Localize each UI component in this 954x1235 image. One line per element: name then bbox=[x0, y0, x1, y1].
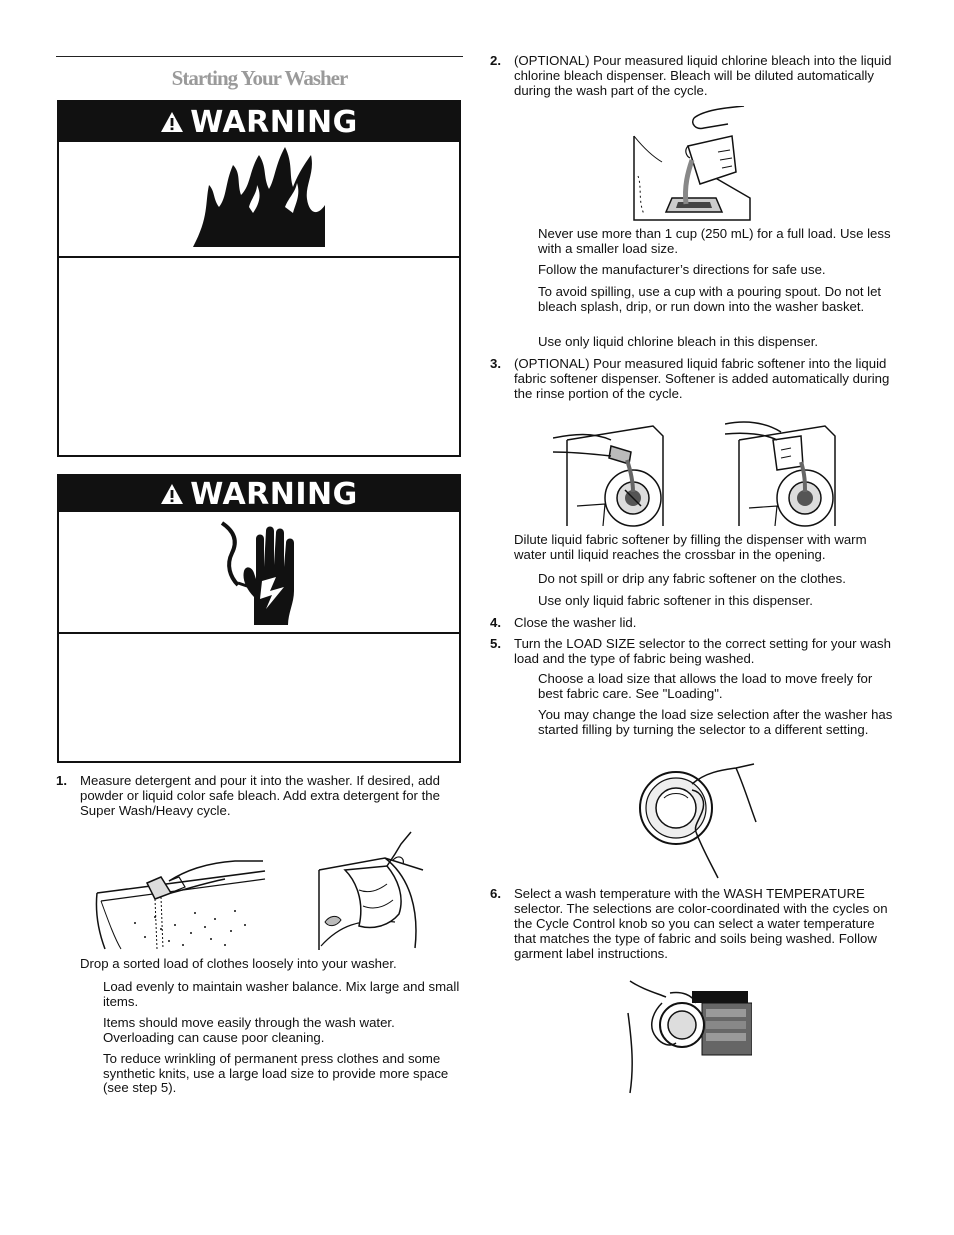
fire-hazard-icon bbox=[59, 142, 459, 258]
shock-warning-box: WARNING bbox=[57, 474, 461, 763]
bullet-note: Do not spill or drip any fabric softener… bbox=[538, 571, 846, 586]
pour-softener-cup-illustration bbox=[725, 416, 837, 528]
warning-header: WARNING bbox=[59, 476, 459, 512]
step-number: 6. bbox=[490, 886, 501, 901]
pour-softener-illustration bbox=[553, 416, 665, 528]
step-number: 2. bbox=[490, 53, 501, 68]
step-number: 1. bbox=[56, 773, 67, 788]
load-size-knob-illustration bbox=[636, 762, 760, 880]
step-text: Turn the LOAD SIZE selector to the corre… bbox=[514, 636, 891, 666]
bullet-note: Load evenly to maintain washer balance. … bbox=[103, 979, 460, 1009]
bullet-note: To reduce wrinkling of permanent press c… bbox=[103, 1051, 449, 1095]
pour-detergent-illustration bbox=[95, 853, 270, 951]
step-number: 5. bbox=[490, 636, 501, 651]
instruction-text: Drop a sorted load of clothes loosely in… bbox=[80, 956, 397, 971]
bullet-note: Follow the manufacturer’s directions for… bbox=[538, 262, 826, 277]
load-clothes-illustration bbox=[315, 830, 425, 952]
step-text: Close the washer lid. bbox=[514, 615, 637, 630]
warning-header: WARNING bbox=[59, 102, 459, 142]
step-text: Select a wash temperature with the WASH … bbox=[514, 886, 888, 961]
bullet-note: Items should move easily through the was… bbox=[103, 1015, 395, 1045]
fire-warning-box: WARNING bbox=[57, 100, 461, 457]
section-rule bbox=[56, 56, 463, 57]
bullet-note: Use only liquid chlorine bleach in this … bbox=[538, 334, 819, 349]
step-text: (OPTIONAL) Pour measured liquid fabric s… bbox=[514, 356, 890, 401]
bullet-note: Choose a load size that allows the load … bbox=[538, 671, 873, 701]
step-number: 4. bbox=[490, 615, 501, 630]
pour-bleach-illustration bbox=[632, 106, 752, 224]
step-text: (OPTIONAL) Pour measured liquid chlorine… bbox=[514, 53, 892, 98]
bullet-note: You may change the load size selection a… bbox=[538, 707, 893, 737]
warning-label: WARNING bbox=[190, 476, 358, 512]
wash-temperature-knob-illustration bbox=[626, 973, 752, 1095]
bullet-note: Never use more than 1 cup (250 mL) for a… bbox=[538, 226, 891, 256]
section-title: Starting Your Washer bbox=[171, 66, 349, 90]
alert-triangle-icon bbox=[160, 482, 184, 506]
step-number: 3. bbox=[490, 356, 501, 371]
bullet-note: Use only liquid fabric softener in this … bbox=[538, 593, 813, 608]
step-text: Measure detergent and pour it into the w… bbox=[80, 773, 440, 818]
electric-shock-icon bbox=[59, 512, 459, 634]
bullet-note: To avoid spilling, use a cup with a pour… bbox=[538, 284, 882, 314]
instruction-text: Dilute liquid fabric softener by filling… bbox=[514, 532, 867, 562]
alert-triangle-icon bbox=[160, 110, 184, 134]
warning-label: WARNING bbox=[190, 104, 358, 140]
